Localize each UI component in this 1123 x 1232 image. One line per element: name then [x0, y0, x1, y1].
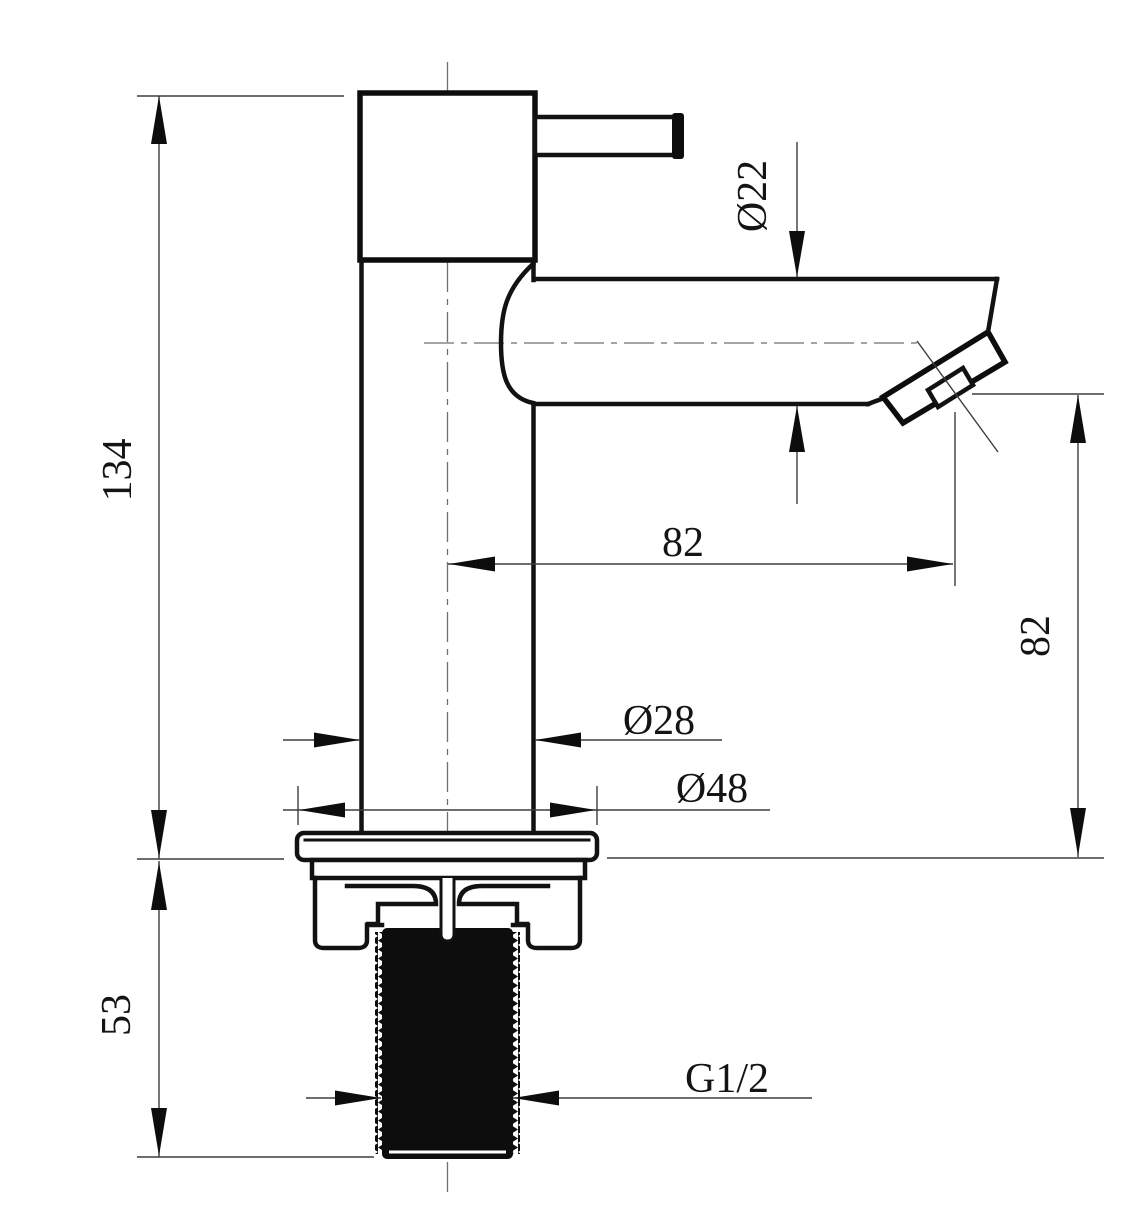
arrowhead	[151, 862, 167, 910]
thread-shank-body	[382, 928, 513, 1159]
arrowhead	[151, 1108, 167, 1156]
dim-label-spout-diameter: Ø22	[730, 160, 776, 232]
clip-right-hook	[456, 883, 551, 927]
thread-teeth-right	[512, 932, 520, 1154]
spout	[498, 260, 1009, 453]
dim-shank-length: 53	[94, 861, 374, 1158]
clip-left-hook	[344, 883, 439, 927]
arrowhead	[1070, 395, 1086, 443]
clip-center-slot	[439, 876, 456, 943]
dim-body-diameter: Ø28	[283, 698, 722, 748]
dim-thread-size: G1/2	[306, 1056, 812, 1106]
handle-lever	[532, 113, 684, 159]
arrowhead	[550, 802, 596, 818]
handle-end-cap	[672, 113, 684, 159]
arrowhead	[449, 556, 495, 572]
dim-label-base-diameter: Ø48	[676, 766, 748, 812]
base-flange	[294, 830, 600, 881]
handle-lever-arm	[532, 114, 678, 158]
dim-outlet-height: 82	[607, 393, 1104, 859]
arrowhead	[299, 802, 345, 818]
arrowhead	[789, 231, 805, 277]
dim-label-spout-reach: 82	[662, 520, 704, 566]
spout-end-edge	[985, 276, 1000, 335]
mounting-clip	[312, 875, 583, 951]
faucet-body	[294, 90, 1009, 1159]
dim-label-shank-length: 53	[94, 994, 140, 1036]
dim-label-outlet-height: 82	[1013, 615, 1059, 657]
arrowhead	[1070, 808, 1086, 856]
dim-label-body-diameter: Ø28	[623, 698, 695, 744]
arrowhead	[789, 406, 805, 452]
flange-plate	[294, 830, 600, 863]
spout-body-curve	[498, 260, 537, 406]
faucet-top-cap	[357, 90, 538, 263]
arrowhead	[151, 96, 167, 144]
arrowhead	[907, 556, 953, 572]
dim-label-overall-height: 134	[95, 439, 141, 502]
dim-label-thread-size: G1/2	[685, 1056, 769, 1102]
arrowhead	[513, 1090, 559, 1106]
dim-base-diameter: Ø48	[283, 766, 770, 825]
dim-overall-height: 134	[95, 95, 344, 860]
clip-left-leg	[312, 875, 385, 951]
dim-spout-reach: 82	[448, 412, 956, 586]
arrowhead	[314, 732, 360, 748]
arrowhead	[535, 732, 581, 748]
arrowhead	[335, 1090, 381, 1106]
threaded-shank	[375, 876, 520, 1159]
thread-teeth-left	[375, 932, 383, 1154]
arrowhead	[151, 810, 167, 858]
dim-spout-diameter: Ø22	[730, 142, 805, 504]
flange-step	[309, 857, 588, 881]
clip-right-leg	[510, 875, 583, 951]
aerator-leader-line	[916, 340, 999, 453]
